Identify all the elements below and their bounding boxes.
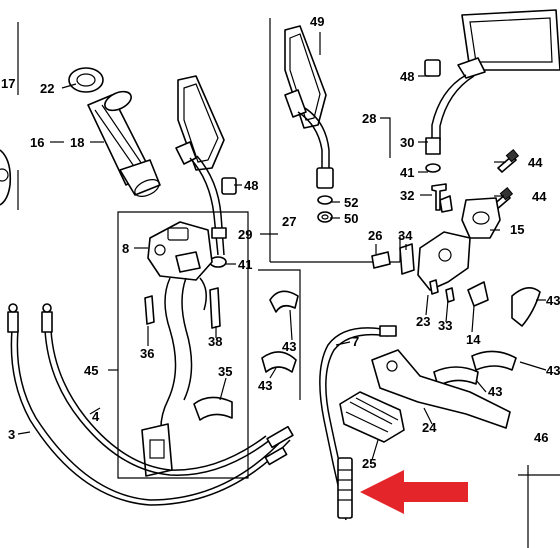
label-45: 45 [84, 363, 98, 378]
switch-housing [141, 221, 221, 477]
label-48a: 48 [400, 69, 414, 84]
center-mirror [284, 25, 334, 223]
label-44a: 44 [528, 155, 543, 170]
label-35: 35 [218, 364, 232, 379]
throttle-cables [7, 303, 294, 506]
label-14: 14 [466, 332, 481, 347]
label-38: 38 [208, 334, 222, 349]
label-48b: 48 [244, 178, 258, 193]
label-16: 16 [30, 135, 44, 150]
frame-lines [17, 18, 560, 548]
label-33: 33 [438, 318, 452, 333]
throttle-grip [68, 67, 161, 197]
label-43e: 43 [546, 363, 560, 378]
label-44b: 44 [532, 189, 547, 204]
label-41b: 41 [238, 257, 252, 272]
cable-clips [193, 287, 541, 421]
label-43c: 43 [258, 378, 272, 393]
label-7: 7 [352, 334, 359, 349]
label-26: 26 [368, 228, 382, 243]
label-27: 27 [282, 214, 296, 229]
label-43d: 43 [488, 384, 502, 399]
label-18: 18 [70, 135, 84, 150]
label-17: 17 [1, 76, 15, 91]
label-22: 22 [40, 81, 54, 96]
label-4: 4 [92, 409, 100, 424]
label-29: 29 [238, 227, 252, 242]
label-32: 32 [400, 188, 414, 203]
label-43b: 43 [282, 339, 296, 354]
label-49: 49 [310, 14, 324, 29]
clutch-cable [319, 325, 397, 521]
leader-lines [17, 32, 547, 461]
left-mirror [175, 75, 237, 268]
bolt-32 [431, 183, 447, 211]
label-24: 24 [422, 420, 437, 435]
label-52: 52 [344, 195, 358, 210]
right-mirror [424, 9, 560, 173]
master-cylinder-bracket [371, 195, 501, 307]
label-23: 23 [416, 314, 430, 329]
clutch-lever [371, 349, 511, 429]
label-30: 30 [400, 135, 414, 150]
label-28: 28 [362, 111, 376, 126]
label-43a: 43 [546, 293, 560, 308]
label-15: 15 [510, 222, 524, 237]
red-arrow-icon [360, 470, 468, 514]
label-41a: 41 [400, 165, 414, 180]
left-edge-parts [0, 149, 12, 206]
label-3: 3 [8, 427, 15, 442]
label-8: 8 [122, 241, 129, 256]
label-46: 46 [534, 430, 548, 445]
label-25: 25 [362, 456, 376, 471]
part-labels: 17 22 16 18 49 48 28 30 41 44 44 32 52 5… [1, 14, 560, 471]
label-34: 34 [398, 228, 413, 243]
label-50: 50 [344, 211, 358, 226]
left-grip [339, 391, 405, 443]
label-36: 36 [140, 346, 154, 361]
